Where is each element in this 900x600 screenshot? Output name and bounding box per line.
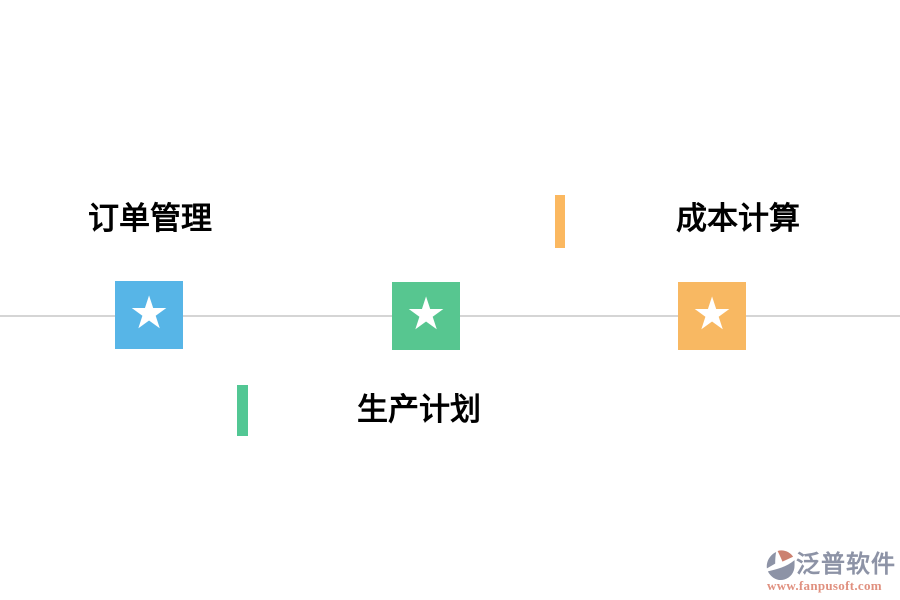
milestone-node-cost: ★ — [678, 282, 746, 350]
milestone-node-order: ★ — [115, 281, 183, 349]
star-icon: ★ — [691, 286, 733, 340]
accent-bar-cost — [555, 195, 565, 248]
star-icon: ★ — [405, 286, 447, 340]
label-cost-calculation: 成本计算 — [676, 201, 800, 236]
milestone-node-production: ★ — [392, 282, 460, 350]
brand-name: 泛普软件 — [796, 551, 896, 579]
brand-watermark: 泛普软件 www.fanpusoft.com — [765, 550, 896, 594]
fanpu-logo-icon — [765, 550, 796, 581]
label-order-management: 订单管理 — [88, 201, 212, 236]
brand-url: www.fanpusoft.com — [767, 578, 882, 593]
label-production-plan: 生产计划 — [357, 392, 481, 427]
accent-bar-production — [237, 385, 248, 436]
star-icon: ★ — [128, 285, 170, 339]
